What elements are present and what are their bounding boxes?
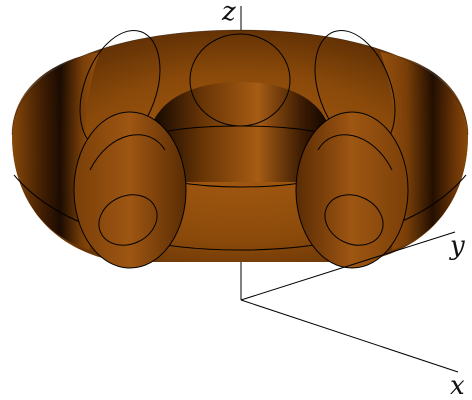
z-axis-label: z bbox=[221, 0, 236, 27]
y-axis-label: y bbox=[449, 231, 465, 261]
torus-silhouette bbox=[11, 29, 469, 136]
x-axis-line bbox=[240, 299, 459, 373]
cross-section-left bbox=[73, 111, 187, 269]
x-axis-label: x bbox=[450, 371, 465, 400]
cross-section-right-highlight bbox=[317, 134, 393, 171]
torus-inner-wall bbox=[150, 82, 330, 182]
cross-section-right-inner bbox=[324, 194, 384, 246]
outer-equator bbox=[13, 174, 467, 251]
meridian-back-center bbox=[189, 33, 291, 127]
y-axis-line bbox=[240, 231, 456, 301]
cross-section-left-highlight bbox=[89, 134, 166, 171]
cross-section-left-inner bbox=[98, 194, 158, 246]
hole-bottom-rim bbox=[174, 181, 306, 188]
cross-section-right bbox=[295, 111, 409, 269]
